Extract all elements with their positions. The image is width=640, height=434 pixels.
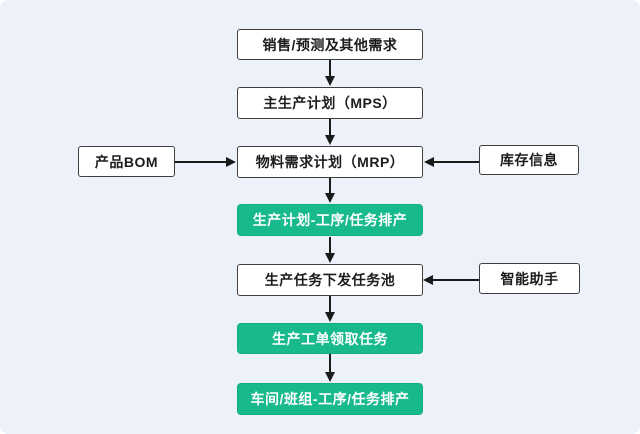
node-plan-scheduling: 生产计划-工序/任务排产 — [237, 204, 423, 236]
node-product-bom: 产品BOM — [78, 146, 175, 177]
node-inventory-info: 库存信息 — [479, 145, 579, 175]
node-material-plan-mrp: 物料需求计划（MRP） — [237, 146, 423, 178]
node-smart-assistant: 智能助手 — [479, 263, 580, 294]
node-sales-forecast: 销售/预测及其他需求 — [237, 29, 423, 60]
node-workshop-scheduling: 车间/班组-工序/任务排产 — [237, 383, 423, 415]
node-master-plan-mps: 主生产计划（MPS） — [237, 87, 423, 119]
node-work-order-tasks: 生产工单领取任务 — [237, 323, 423, 354]
node-task-pool: 生产任务下发任务池 — [237, 264, 423, 296]
